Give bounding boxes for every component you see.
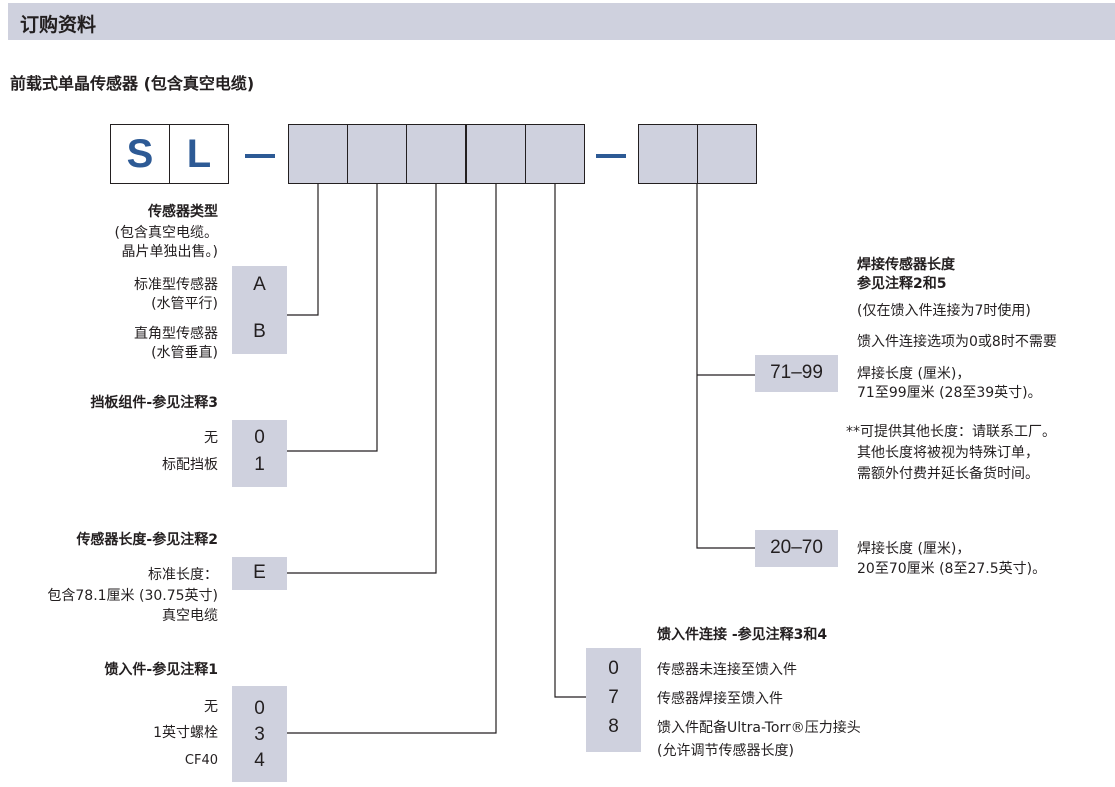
option-code: 7 [608, 687, 619, 708]
option-code: 0 [254, 698, 265, 719]
option-label: 标准长度： [148, 567, 218, 583]
length-options: E [232, 557, 287, 590]
option-code: 71–99 [770, 362, 823, 383]
option-label: 直角型传感器 [134, 326, 218, 342]
feed-connection-title: 馈入件连接 -参见注释3和4 [657, 627, 828, 643]
other-length-note: **可提供其他长度：请联系工厂。 [846, 424, 1056, 440]
baffle-options: 0 1 [232, 420, 287, 487]
option-label: 传感器未连接至馈入件 [657, 662, 797, 678]
option-label: 真空电缆 [162, 608, 218, 624]
section-header: 订购资料 [8, 3, 1115, 40]
option-label: 焊接长度 (厘米)， [857, 366, 971, 382]
other-length-note: 其他长度将被视为特殊订单， [857, 445, 1039, 461]
option-label: 20至70厘米 (8至27.5英寸)。 [857, 561, 1047, 577]
weld-note: 馈入件连接选项为0或8时不需要 [857, 334, 1057, 350]
option-label: CF40 [184, 753, 218, 768]
option-code: 1 [254, 454, 265, 475]
option-label: 焊接长度 (厘米)， [857, 541, 971, 557]
product-subtitle: 前载式单晶传感器 (包含真空电缆) [10, 74, 255, 93]
weld-note: (仅在馈入件连接为7时使用) [857, 303, 1031, 319]
option-label: 71至99厘米 (28至39英寸)。 [857, 385, 1042, 401]
sensor-type-title: 传感器类型 [148, 204, 218, 220]
sensor-type-options: A B [232, 266, 287, 354]
baffle-title: 挡板组件-参见注释3 [90, 395, 218, 411]
option-code: 0 [254, 427, 265, 448]
code-box-s: S [110, 124, 170, 184]
option-label: 馈入件配备Ultra-Torr®压力接头 [657, 720, 861, 736]
feedthrough-options: 0 3 4 [232, 686, 287, 782]
option-label: 无 [204, 430, 218, 446]
sensor-type-note: (包含真空电缆。 [114, 225, 218, 241]
option-code: 8 [608, 716, 619, 737]
option-code: B [253, 321, 266, 342]
option-code: E [253, 562, 266, 583]
option-label: (水管平行) [151, 296, 218, 312]
weld-length-title: 参见注释2和5 [857, 276, 947, 292]
code-box-l: L [169, 124, 229, 184]
weld-length-title: 焊接传感器长度 [857, 257, 955, 273]
option-code: 20–70 [770, 537, 823, 558]
separator-dash [596, 154, 626, 158]
sensor-type-note: 晶片单独出售。) [121, 244, 218, 260]
section-title: 订购资料 [20, 14, 97, 36]
option-label: 无 [204, 699, 218, 715]
option-note: (允许调节传感器长度) [657, 743, 794, 759]
weld-option-71-99: 71–99 [755, 355, 838, 392]
option-code: 3 [254, 724, 265, 745]
option-label: 1英寸螺栓 [153, 725, 218, 741]
option-label: 包含78.1厘米 (30.75英寸) [47, 588, 218, 604]
other-length-note: 需额外付费并延长备货时间。 [857, 466, 1039, 482]
code-slot-weld-2 [697, 124, 757, 184]
option-label: 标配挡板 [162, 457, 218, 473]
option-label: 标准型传感器 [134, 277, 218, 293]
feed-connection-options: 0 7 8 [586, 648, 641, 752]
option-code: 0 [608, 658, 619, 679]
option-code: 4 [254, 750, 265, 771]
weld-option-20-70: 20–70 [755, 530, 838, 567]
code-slot-length [406, 124, 466, 184]
feedthrough-title: 馈入件-参见注释1 [104, 662, 218, 678]
length-title: 传感器长度-参见注释2 [76, 532, 218, 548]
option-label: (水管垂直) [151, 345, 218, 361]
option-code: A [253, 274, 266, 295]
option-label: 传感器焊接至馈入件 [657, 691, 783, 707]
code-slot-feed-connection [525, 124, 585, 184]
separator-dash [245, 154, 275, 158]
